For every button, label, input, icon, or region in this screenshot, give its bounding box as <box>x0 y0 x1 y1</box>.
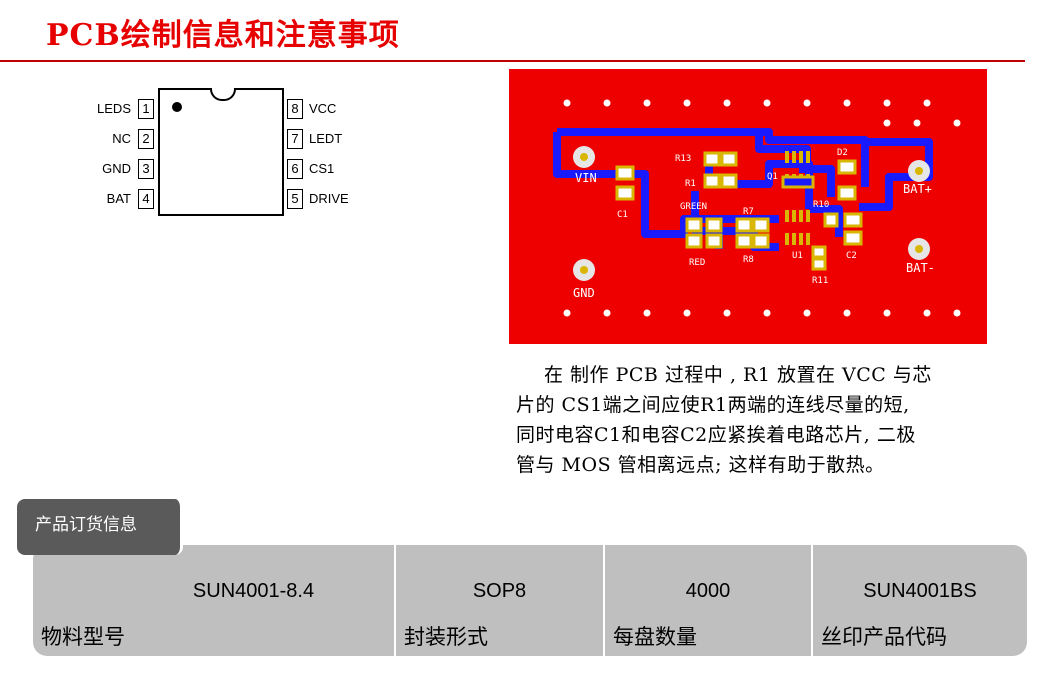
smd-pads <box>615 151 863 271</box>
column-part-number: SUN4001-8.4 物料型号 <box>33 545 396 656</box>
label-c2: C2 <box>846 251 857 261</box>
cell-value: SUN4001BS <box>863 580 977 602</box>
cell-label: 每盘数量 <box>613 625 697 649</box>
label-d2: D2 <box>837 148 848 158</box>
cell-label: 物料型号 <box>41 625 125 649</box>
pinout-diagram: LEDS 1 NC 2 GND 3 BAT 4 8 VCC 7 LEDT 6 C… <box>0 80 400 230</box>
pin-label: NC <box>112 131 131 146</box>
ordering-table: SUN4001-8.4 物料型号 SOP8 封装形式 4000 每盘数量 SUN… <box>33 545 1027 656</box>
label-gnd: GND <box>573 286 595 300</box>
label-r11: R11 <box>812 276 828 286</box>
via-row-top <box>563 99 961 127</box>
column-marking: SUN4001BS 丝印产品代码 <box>813 545 1027 656</box>
label-r10: R10 <box>813 200 829 210</box>
via-row-bottom <box>563 309 961 317</box>
pin-number: 7 <box>287 129 303 149</box>
label-vin: VIN <box>575 171 597 185</box>
label-u1: U1 <box>792 251 803 261</box>
ic-package <box>158 88 284 216</box>
pin-label: DRIVE <box>309 191 349 206</box>
label-bat-minus: BAT- <box>906 261 935 275</box>
pin-label: CS1 <box>309 161 335 176</box>
pin-label: GND <box>102 161 131 176</box>
label-red: RED <box>689 258 705 268</box>
package-notch <box>210 88 236 101</box>
label-c1: C1 <box>617 210 628 220</box>
cell-value: SOP8 <box>472 580 527 602</box>
cell-value: SUN4001-8.4 <box>192 580 315 602</box>
note-line: 同时电容C1和电容C2应紧挨着电路芯片, 二极 <box>516 424 916 446</box>
pin-number: 4 <box>138 189 154 209</box>
pin-label: LEDT <box>309 131 343 146</box>
cell-label: 丝印产品代码 <box>821 625 947 649</box>
label-r7: R7 <box>743 207 754 217</box>
column-reel-qty: 4000 每盘数量 <box>605 545 813 656</box>
pin1-marker <box>172 102 182 112</box>
pcb-notes: 在 制作 PCB 过程中 , R1 放置在 VCC 与芯 片的 CS1端之间应使… <box>516 360 991 480</box>
pin-label: LEDS <box>97 101 131 116</box>
note-line: 在 制作 PCB 过程中 , R1 放置在 VCC 与芯 <box>544 364 932 386</box>
page-title: PCB绘制信息和注意事项 <box>46 18 400 53</box>
label-r1: R1 <box>685 179 696 189</box>
column-package: SOP8 封装形式 <box>396 545 605 656</box>
note-line: 管与 MOS 管相离远点; 这样有助于散热。 <box>516 454 885 476</box>
silkscreen: VIN GND BAT+ BAT- R13 R1 Q1 D2 C1 GREEN … <box>573 148 935 300</box>
pin-number: 6 <box>287 159 303 179</box>
pin-number: 2 <box>138 129 154 149</box>
label-r13: R13 <box>675 154 691 164</box>
pin-number: 5 <box>287 189 303 209</box>
pin-number: 3 <box>138 159 154 179</box>
note-line: 片的 CS1端之间应使R1两端的连线尽量的短, <box>516 394 910 416</box>
label-q1: Q1 <box>767 172 778 182</box>
label-green: GREEN <box>680 202 707 212</box>
label-r8: R8 <box>743 255 754 265</box>
connector-pads <box>573 146 930 281</box>
pin-label: BAT <box>106 191 131 206</box>
pin-number: 8 <box>287 99 303 119</box>
pin-number: 1 <box>138 99 154 119</box>
label-bat-plus: BAT+ <box>903 182 932 196</box>
ordering-tab: 产品订货信息 <box>17 499 183 555</box>
title-divider <box>0 60 1025 62</box>
cell-value: 4000 <box>685 580 731 602</box>
pcb-layout: VIN GND BAT+ BAT- R13 R1 Q1 D2 C1 GREEN … <box>509 69 987 344</box>
cell-label: 封装形式 <box>404 625 488 649</box>
pcb-board <box>509 69 987 344</box>
pin-label: VCC <box>309 101 337 116</box>
pcb-svg: VIN GND BAT+ BAT- R13 R1 Q1 D2 C1 GREEN … <box>509 69 987 344</box>
